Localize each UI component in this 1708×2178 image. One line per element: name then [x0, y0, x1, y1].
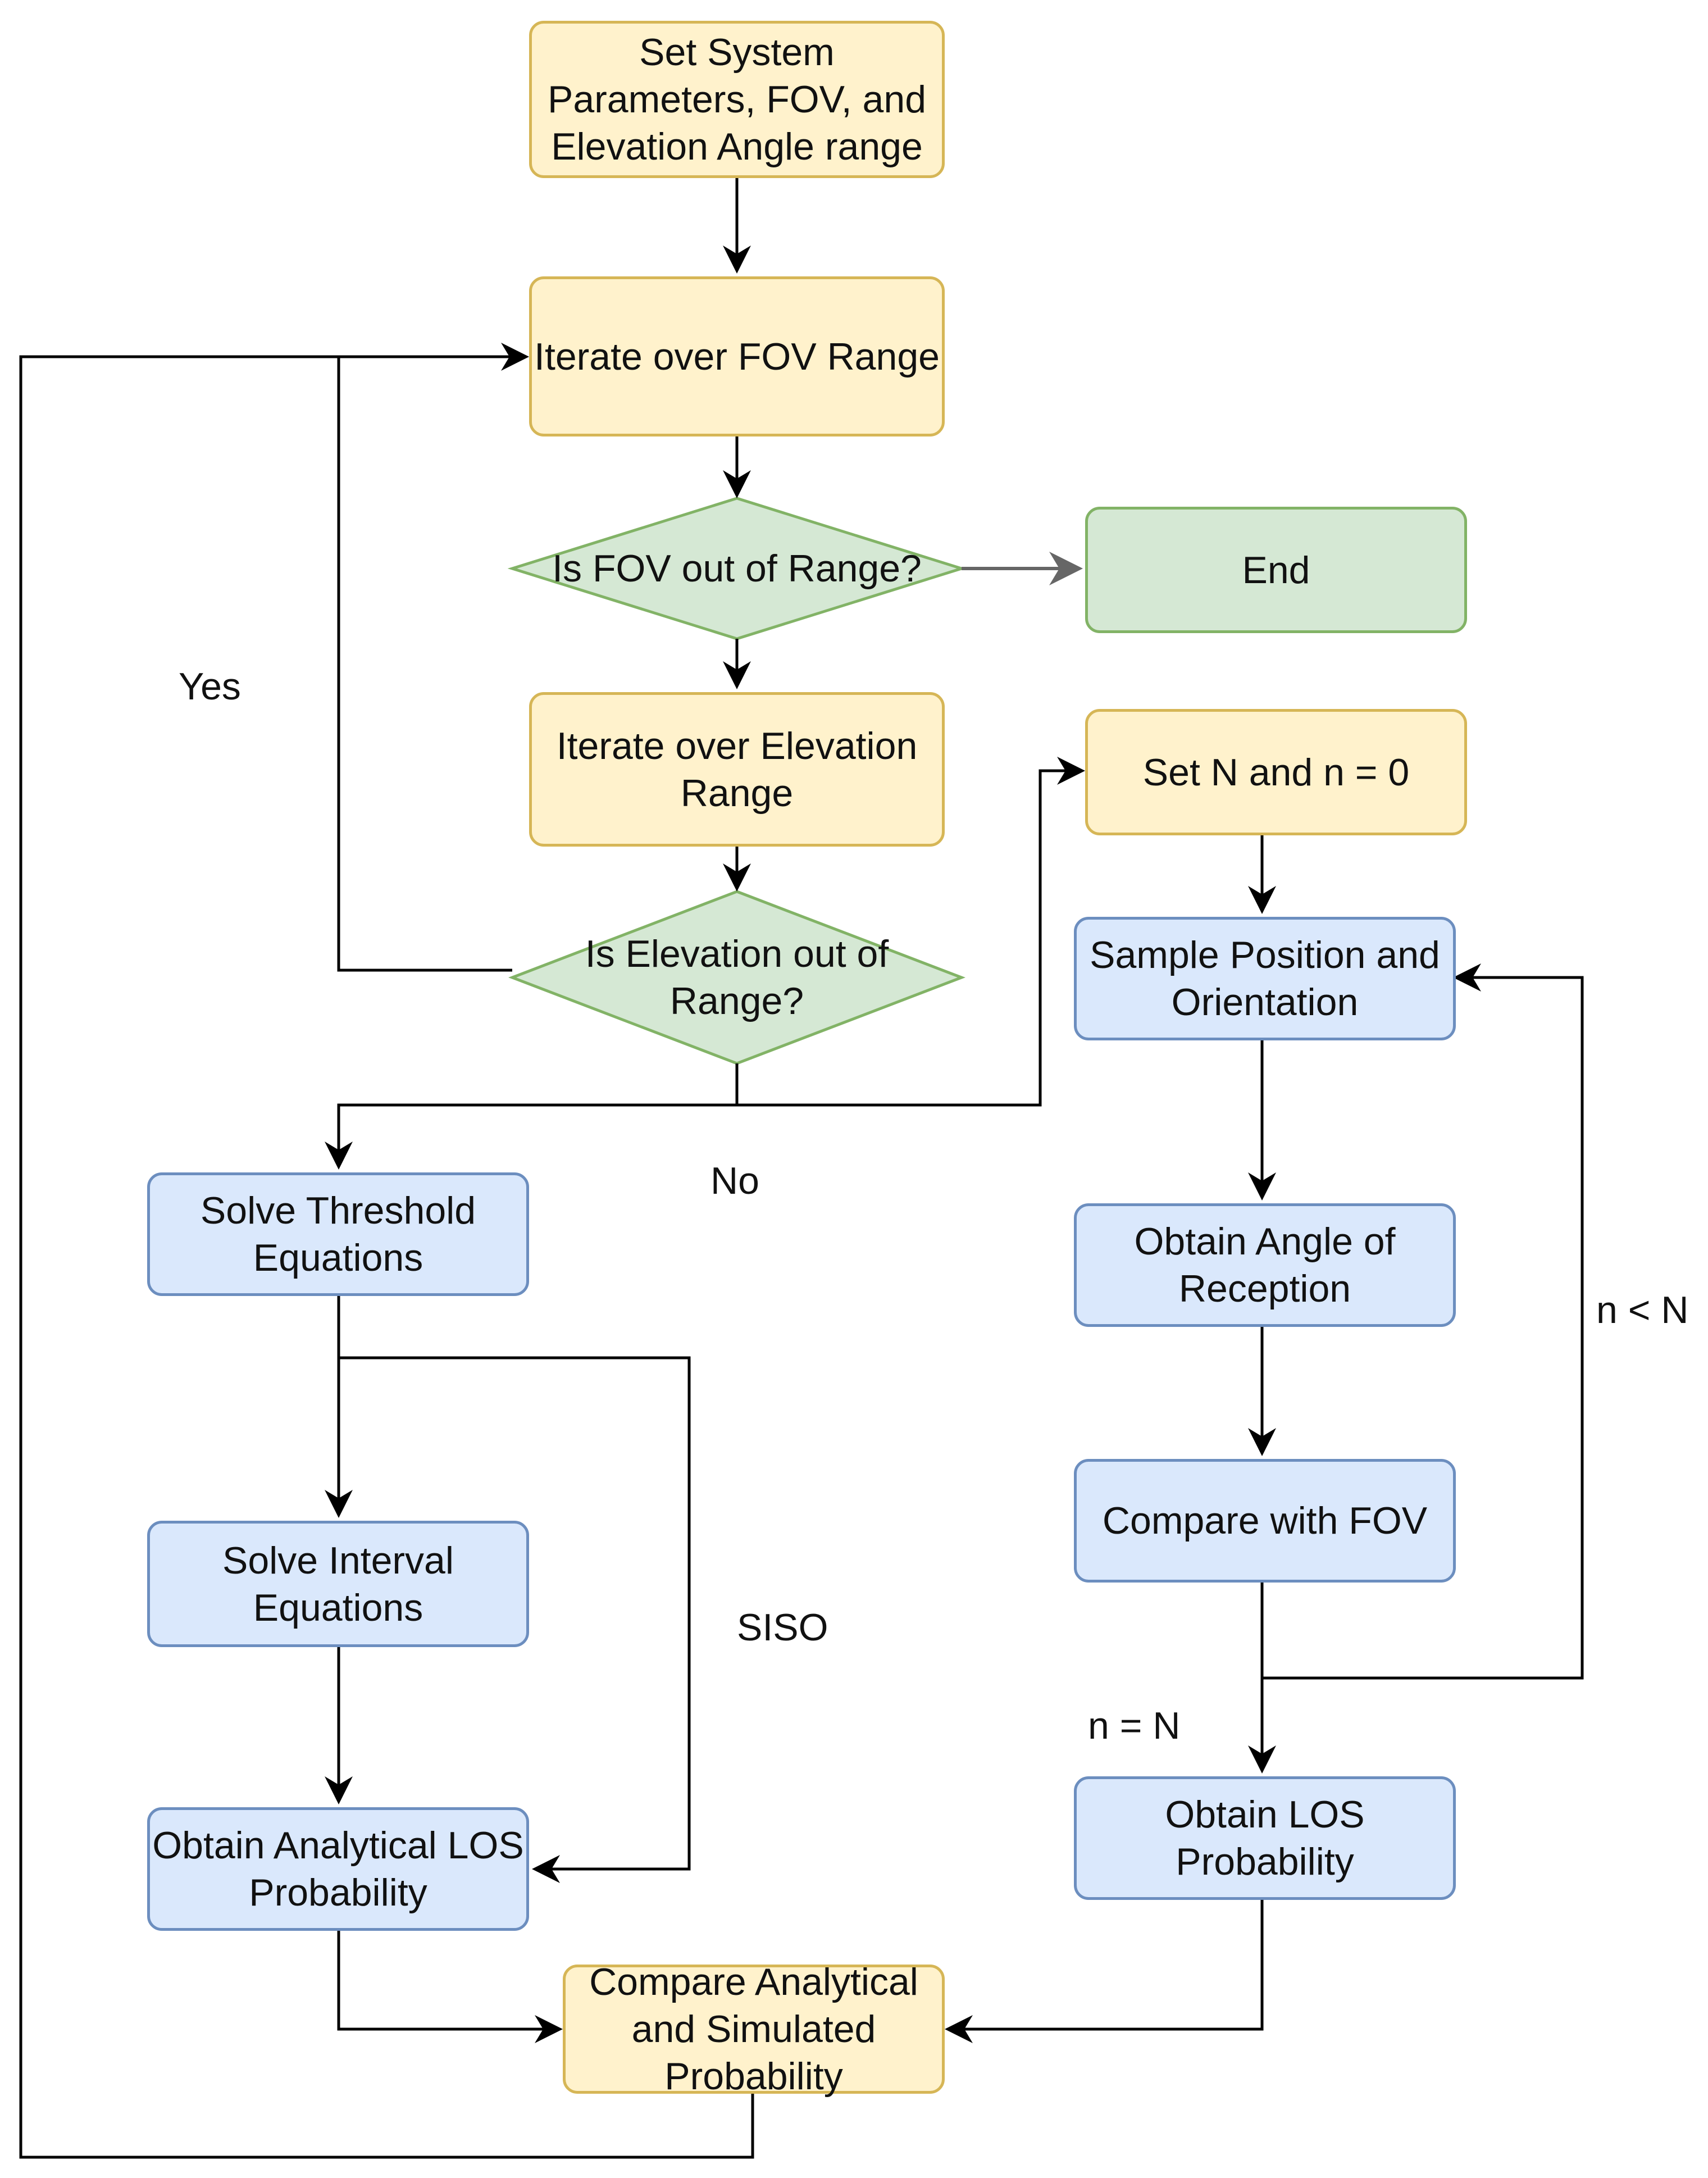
edge-elev-no-split: [325, 1063, 739, 1170]
edge-compare-prob-loop-to-fov-iter: [19, 355, 754, 2159]
yes-label: Yes: [179, 665, 241, 708]
sample-position-node: Sample Position and Orientation: [1074, 917, 1456, 1040]
angle-of-reception-node: Obtain Angle of Reception: [1074, 1203, 1456, 1327]
no-label: No: [710, 1160, 759, 1202]
set-n-node: Set N and n = 0: [1085, 709, 1467, 835]
edge-los-to-compare-prob: [945, 1900, 1264, 2043]
end-node: End: [1085, 507, 1467, 633]
solve-threshold-node: Solve Threshold Equations: [147, 1172, 529, 1296]
edge-analytical-to-compare-prob: [337, 1931, 563, 2043]
siso-label: SISO: [737, 1606, 828, 1649]
fov-decision-label: Is FOV out of Range?: [552, 547, 922, 590]
iterate-elevation-node: Iterate over Elevation Range: [529, 692, 945, 847]
elevation-decision-label: Is Elevation out of Range?: [585, 933, 889, 1022]
edge-elev-yes-to-fov-iter: [337, 343, 529, 972]
iterate-fov-node: Iterate over FOV Range: [529, 276, 945, 436]
n-equals-N-label: n = N: [1088, 1704, 1181, 1747]
edge-elev-no-to-setn: [737, 757, 1085, 1107]
analytical-los-node: Obtain Analytical LOS Probability: [147, 1807, 529, 1931]
solve-interval-node: Solve Interval Equations: [147, 1521, 529, 1647]
edge-siso-bypass: [339, 1356, 691, 1883]
compare-probability-node: Compare Analytical and Simulated Probabi…: [563, 1961, 945, 2098]
compare-with-fov-node: Compare with FOV: [1074, 1459, 1456, 1583]
n-less-than-N-label: n < N: [1596, 1289, 1689, 1331]
obtain-los-node: Obtain LOS Probability: [1074, 1776, 1456, 1900]
edge-loop-n-less-N: [1262, 963, 1584, 1680]
set-system-parameters-node: Set System Parameters, FOV, and Elevatio…: [529, 21, 945, 178]
